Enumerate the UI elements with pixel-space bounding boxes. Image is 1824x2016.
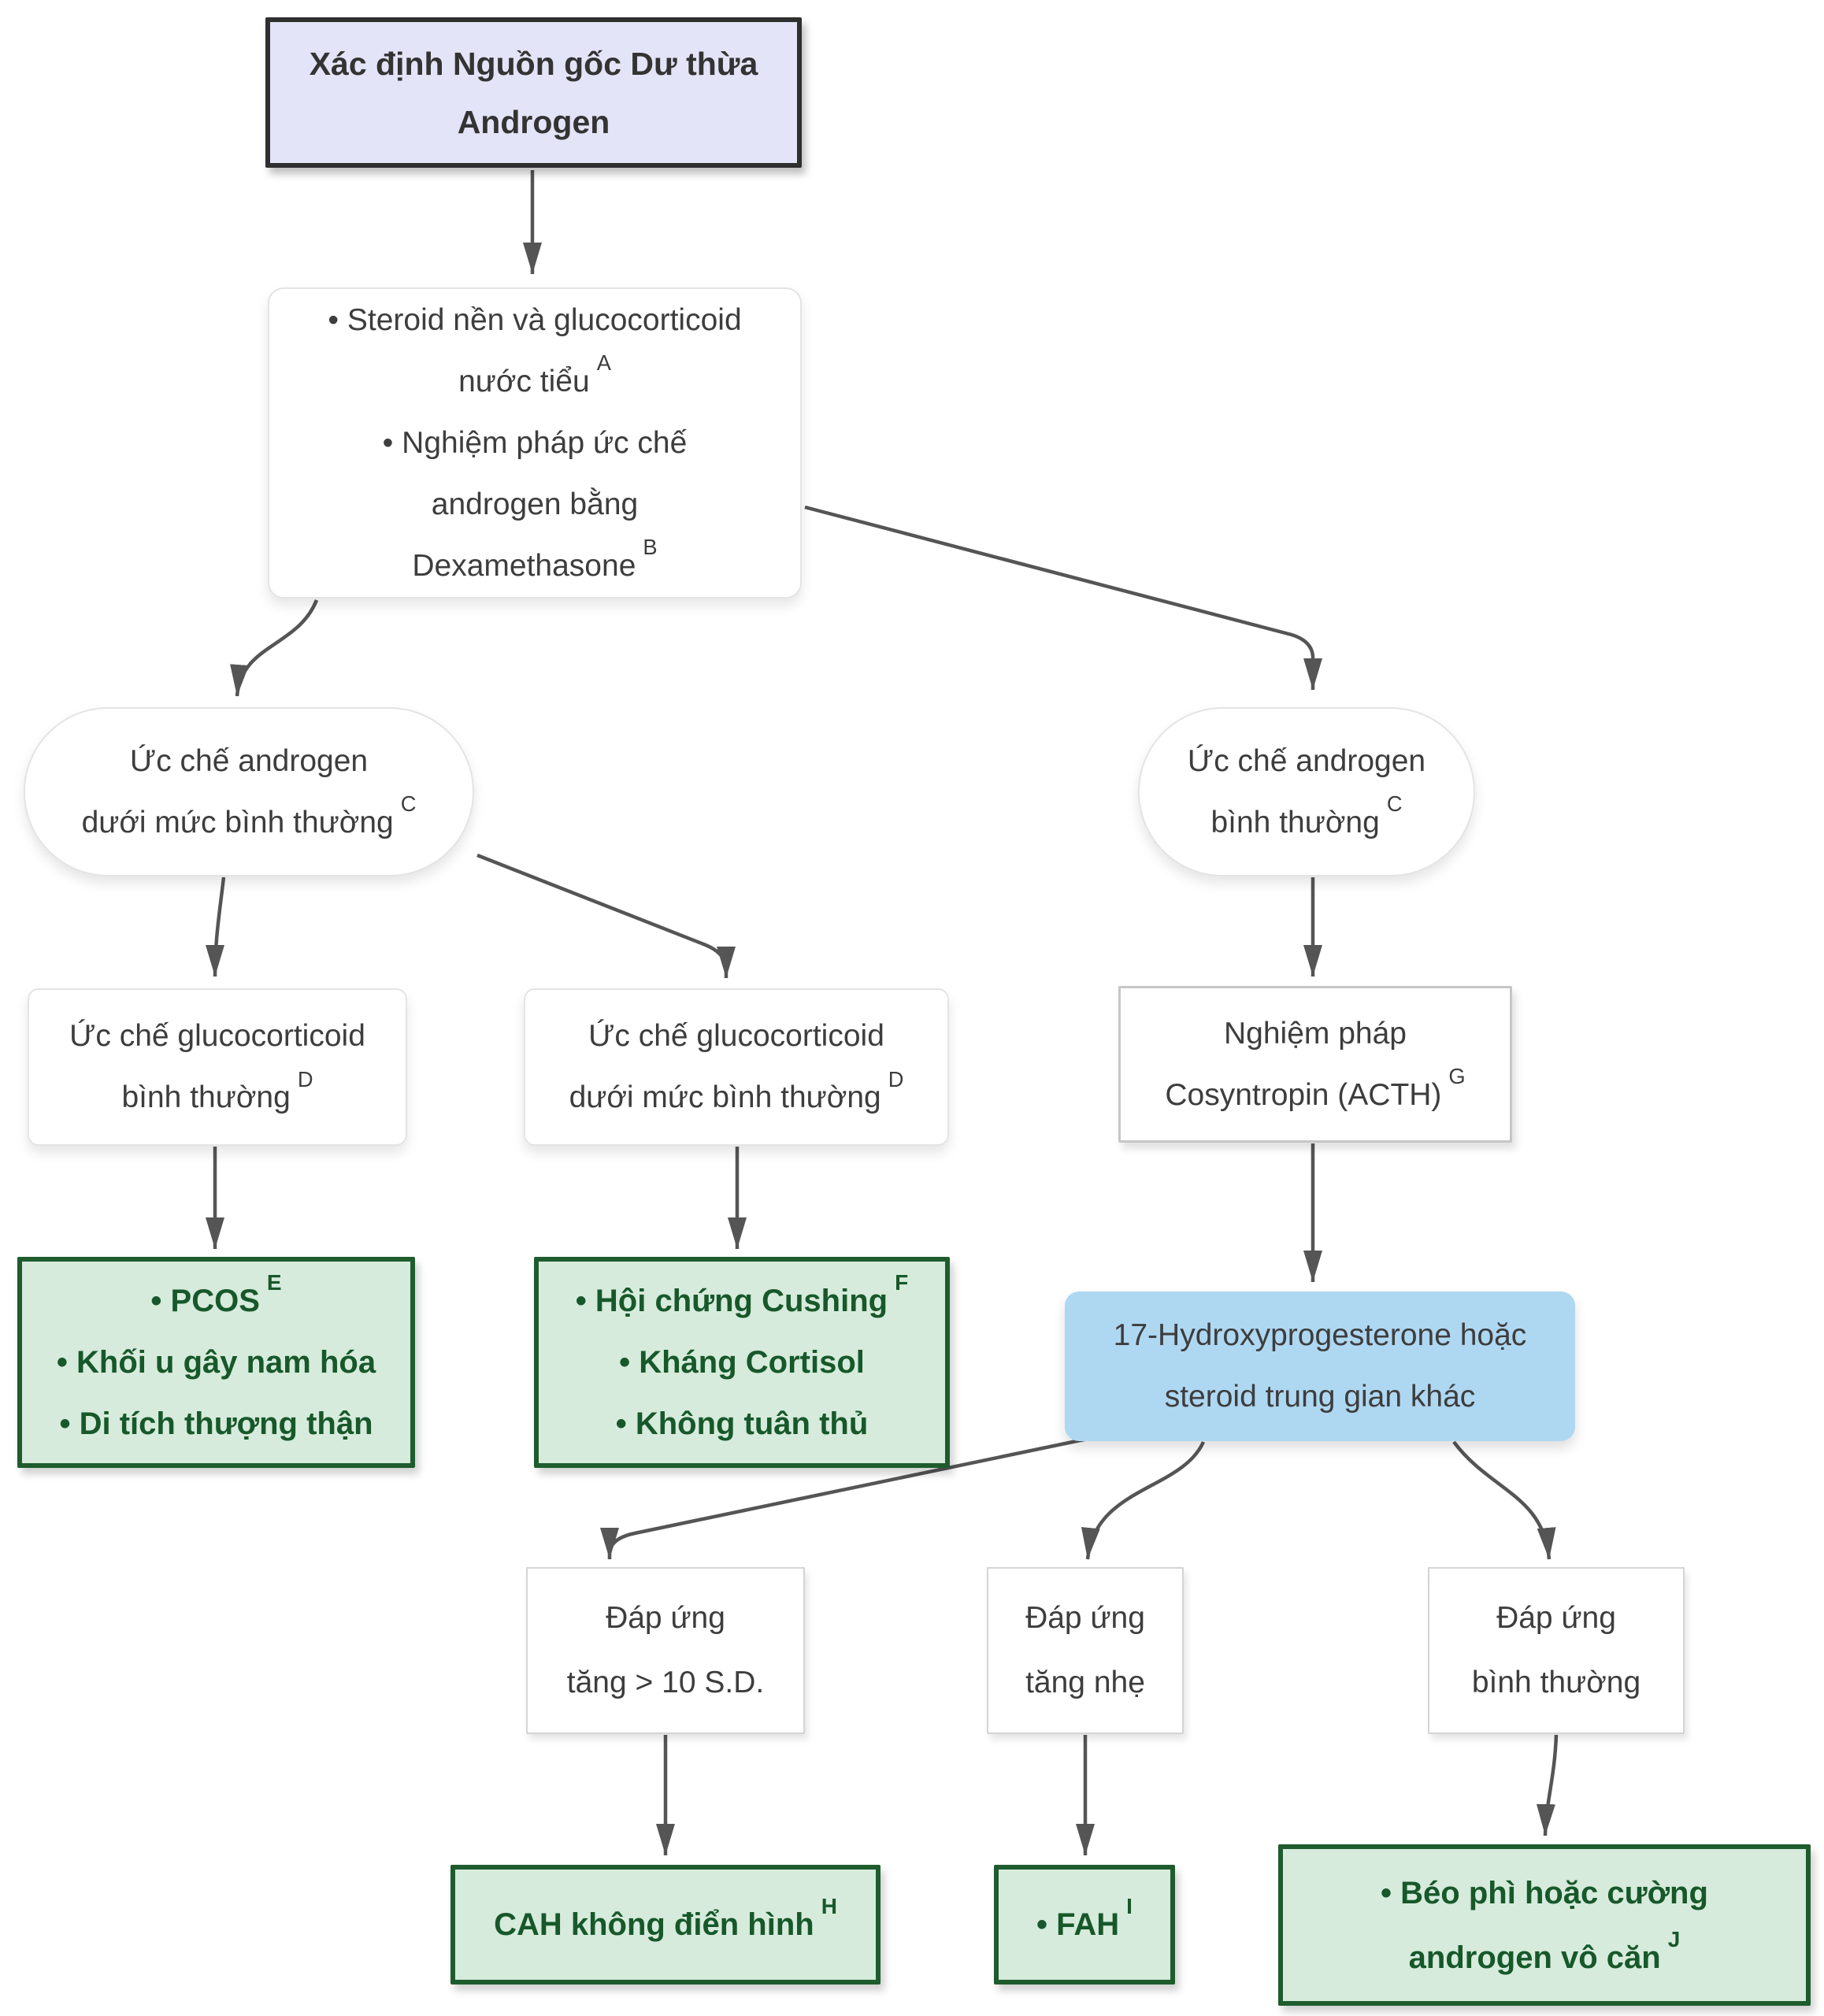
- arrow-ohp-to-resp-high: [600, 1436, 1092, 1559]
- response-normal-box: Đáp ứng bình thường: [1428, 1567, 1685, 1734]
- footnote-sup: C: [1386, 791, 1403, 817]
- outcome-cushing-box: • Hội chứng CushingF • Kháng Cortisol • …: [534, 1257, 950, 1468]
- arrow-leftpill-to-gluco-sub: [476, 853, 736, 978]
- text-line: • Steroid nền và glucocorticoid: [328, 302, 742, 337]
- hydroxyprogesterone-box: 17-Hydroxyprogesterone hoặc steroid trun…: [1065, 1292, 1575, 1441]
- text-line: DexamethasoneB: [412, 535, 658, 583]
- text-line: Ức chế glucocorticoid: [588, 1019, 884, 1053]
- text-line: • FAHI: [1036, 1894, 1133, 1942]
- text-line: • Nghiệm pháp ức chế: [382, 425, 688, 460]
- text-line: bình thườngD: [121, 1066, 313, 1114]
- arrow-leftpill-to-gluco-normal: [206, 876, 226, 977]
- text-line: androgen bằng: [431, 487, 639, 521]
- baseline-tests-box: • Steroid nền và glucocorticoid nước tiể…: [268, 287, 802, 598]
- title-line: Xác định Nguồn gốc Dư thừa: [309, 45, 758, 82]
- footnote-sup: D: [888, 1066, 904, 1091]
- text-line: nước tiểuA: [458, 350, 611, 398]
- footnote-sup: C: [400, 791, 417, 817]
- text-line: dưới mức bình thườngD: [569, 1066, 904, 1114]
- gluco-suppression-normal-box: Ức chế glucocorticoid bình thườngD: [28, 988, 407, 1146]
- text-line: CAH không điển hìnhH: [494, 1894, 837, 1942]
- outcome-pcos-box: • PCOSE • Khối u gây nam hóa • Di tích t…: [17, 1257, 415, 1468]
- footnote-sup: G: [1448, 1064, 1466, 1089]
- androgen-subnormal-pill: Ức chế androgen dưới mức bình thườngC: [24, 707, 474, 876]
- text-line: • Di tích thượng thận: [59, 1406, 373, 1441]
- footnote-sup: I: [1126, 1894, 1133, 1919]
- response-high-box: Đáp ứng tăng > 10 S.D.: [526, 1567, 805, 1734]
- text-line: • Hội chứng CushingF: [575, 1270, 909, 1318]
- arrow-tests-to-left-pill: [230, 599, 319, 697]
- cosyntropin-test-box: Nghiệm pháp Cosyntropin (ACTH)G: [1118, 986, 1512, 1143]
- text-line: Ức chế glucocorticoid: [69, 1019, 365, 1053]
- response-mild-box: Đáp ứng tăng nhẹ: [987, 1567, 1184, 1734]
- text-line: Đáp ứng: [1025, 1601, 1145, 1635]
- text-line: tăng nhẹ: [1025, 1666, 1145, 1699]
- text-line: steroid trung gian khác: [1164, 1380, 1476, 1414]
- text-line: Ức chế androgen: [129, 743, 369, 778]
- text-line: • Béo phì hoặc cường: [1381, 1875, 1708, 1910]
- footnote-sup: E: [266, 1270, 282, 1295]
- text-line: dưới mức bình thườngC: [81, 791, 417, 839]
- footnote-sup: H: [821, 1894, 837, 1919]
- arrow-ohp-to-resp-normal: [1452, 1440, 1556, 1560]
- footnote-sup: F: [895, 1270, 909, 1295]
- footnote-sup: J: [1667, 1926, 1681, 1951]
- text-line: bình thườngC: [1210, 791, 1403, 839]
- text-line: Cosyntropin (ACTH)G: [1165, 1064, 1466, 1112]
- text-line: • Kháng Cortisol: [619, 1345, 865, 1380]
- title-box: Xác định Nguồn gốc Dư thừa Androgen: [265, 17, 802, 168]
- gluco-suppression-subnormal-box: Ức chế glucocorticoid dưới mức bình thườ…: [524, 988, 949, 1146]
- text-line: • Không tuân thủ: [615, 1406, 869, 1441]
- footnote-sup: D: [297, 1066, 313, 1091]
- text-line: Đáp ứng: [1496, 1601, 1616, 1635]
- outcome-fah-box: • FAHI: [994, 1865, 1175, 1984]
- title-line: Androgen: [457, 103, 610, 140]
- footnote-sup: A: [596, 350, 611, 376]
- arrow-ohp-to-resp-mild: [1081, 1441, 1206, 1560]
- text-line: bình thường: [1471, 1666, 1641, 1699]
- outcome-idiopathic-box: • Béo phì hoặc cường androgen vô cănJ: [1278, 1844, 1811, 2006]
- text-line: • Khối u gây nam hóa: [56, 1345, 376, 1380]
- text-line: Đáp ứng: [606, 1601, 725, 1635]
- arrow-tests-to-right-pill: [804, 505, 1322, 690]
- outcome-cah-box: CAH không điển hìnhH: [450, 1865, 880, 1984]
- footnote-sup: B: [643, 535, 658, 560]
- text-line: Nghiệm pháp: [1224, 1016, 1407, 1051]
- text-line: • PCOSE: [150, 1270, 282, 1318]
- text-line: androgen vô cănJ: [1408, 1926, 1681, 1975]
- text-line: tăng > 10 S.D.: [566, 1666, 765, 1699]
- text-line: Ức chế androgen: [1187, 743, 1426, 778]
- text-line: 17-Hydroxyprogesterone hoặc: [1113, 1318, 1527, 1352]
- arrow-respnormal-to-idiopathic: [1536, 1734, 1559, 1836]
- androgen-normal-pill: Ức chế androgen bình thườngC: [1138, 707, 1475, 876]
